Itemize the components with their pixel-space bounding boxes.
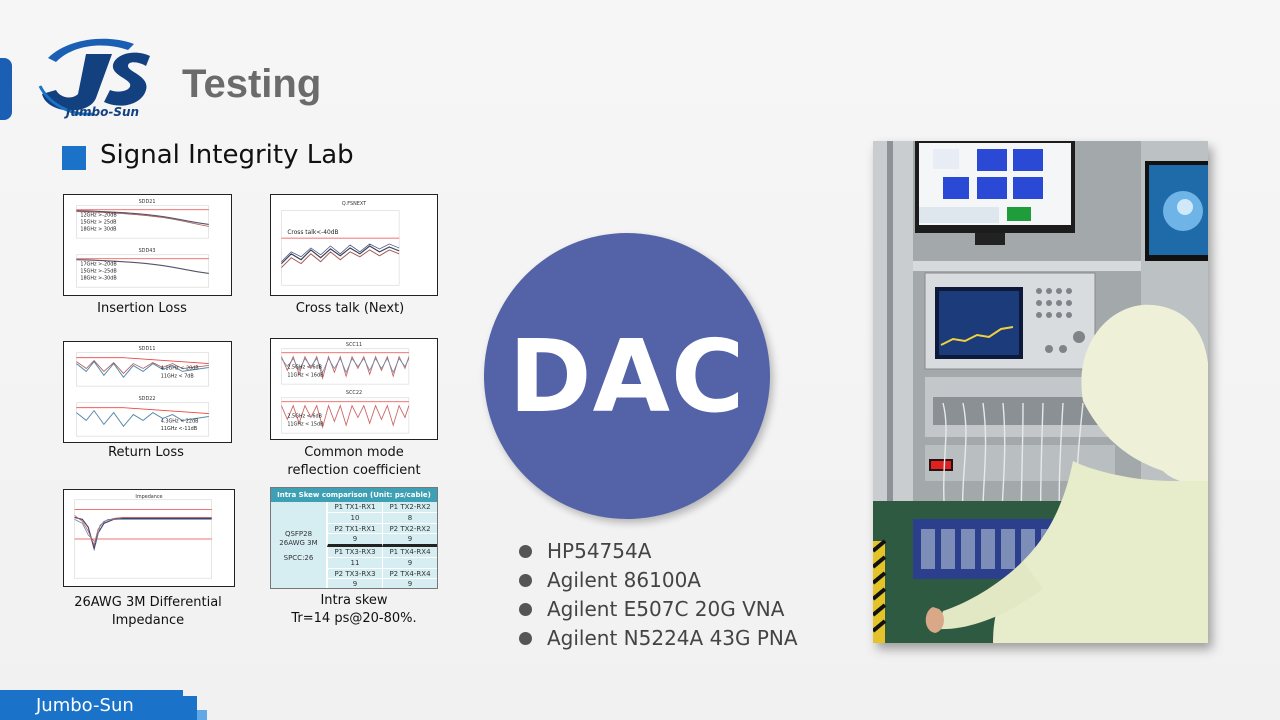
caption-line: Common mode [304,445,404,460]
chart-note: 11GHz < 15dB [287,421,324,427]
chart-note: Cross talk<-40dB [287,230,338,236]
chart-label: SDD22 [139,396,156,402]
caption-line: reflection coefficient [287,463,421,478]
chart-label: Impedance [135,494,162,500]
table-cell: P1 TX4-RX4 [382,547,437,558]
table-cell: P2 TX1-RX1 [327,523,382,535]
chart-note: 12GHz >-20dB [80,213,117,219]
table-cell: P2 TX3-RX3 [327,568,382,580]
footer-accent [183,696,197,720]
chart-label: SCC22 [346,390,362,396]
table-cell: 9 [327,534,382,547]
table-cell: P2 TX2-RX2 [382,523,437,535]
footer-brand-bar: Jumbo-Sun [0,690,183,720]
impedance-chart: Impedance [63,489,235,587]
chart-note: 15GHz >-25dB [80,268,117,274]
impedance-caption: 26AWG 3M Differential Impedance [63,594,233,630]
caption-line: Tr=14 ps@20-80%. [291,611,417,626]
list-item: HP54754A [518,538,798,567]
common-mode-caption: Common mode reflection coefficient [270,444,438,480]
insertion-loss-caption: Insertion Loss [97,301,187,316]
skew-table-side-label: QSFP28 26AWG 3M SPCC:26 [271,502,327,588]
equipment-list: HP54754A Agilent 86100A Agilent E507C 20… [518,538,798,654]
caption-line: Impedance [111,613,185,628]
dac-badge-text: DAC [508,317,746,435]
chart-label: SDD43 [139,248,156,254]
chart-note: 11GHz < 7dB [161,373,195,379]
table-cell: P2 TX4-RX4 [382,568,437,580]
table-cell: 9 [382,534,437,547]
return-loss-chart: SDD11 4.1GHz <-20dB 11GHz < 7dB SDD22 4.… [63,341,232,443]
page-title: Testing [182,62,322,106]
list-item: Agilent N5224A 43G PNA [518,625,798,654]
side-label-line: QSFP28 [284,529,313,538]
chart-note: 4.3GHz < 22dB [161,418,199,424]
intra-skew-table: Intra Skew comparison (Unit: ps/cable) Q… [270,487,438,589]
lab-photo [873,141,1208,643]
table-cell: P1 TX1-RX1 [327,502,382,513]
insertion-loss-chart: SDD21 12GHz >-20dB 15GHz > 25dB 18GHz > … [63,194,232,296]
chart-note: 18GHz > 30dB [80,226,117,232]
chart-note: 18GHz >-30dB [80,275,117,281]
chart-note: 11GHz < 16dB [287,372,324,378]
common-mode-reflection-chart: SCC11 2.5GHz < 6dB 11GHz < 16dB SCC22 2.… [270,338,438,440]
footer-accent [197,710,207,720]
chart-note: 2.5GHz < 6dB [287,413,322,419]
chart-note: 11GHz <-11dB [161,426,198,432]
caption-line: 26AWG 3M Differential [74,595,222,610]
chart-label: Q.FSNEXT [342,201,366,207]
table-cell: 11 [327,557,382,569]
side-label-line: 26AWG 3M [279,538,318,547]
skew-table-header: Intra Skew comparison (Unit: ps/cable) [271,488,437,502]
intra-skew-caption: Intra skew Tr=14 ps@20-80%. [270,592,438,628]
table-cell: 8 [382,512,437,524]
logo-text: Jumbo-Sun [66,105,140,119]
table-cell: 9 [327,579,382,588]
section-title: Signal Integrity Lab [100,140,354,170]
chart-label: SCC11 [346,342,362,348]
skew-table-grid: P1 TX1-RX1 P1 TX2-RX2 10 8 P2 TX1-RX1 P2… [327,502,437,588]
table-cell: 10 [327,512,382,524]
chart-label: SDD11 [139,346,156,352]
left-edge-tab [0,58,12,120]
section-marker-square [62,146,86,170]
chart-note: 17GHz >-20dB [80,262,117,268]
cross-talk-chart: Q.FSNEXT Cross talk<-40dB [270,194,438,296]
dac-badge: DAC [484,233,770,519]
chart-note: 4.1GHz <-20dB [161,365,200,371]
table-cell: P1 TX2-RX2 [382,502,437,513]
table-cell: 9 [382,579,437,588]
chart-note: 2.5GHz < 6dB [287,364,322,370]
side-label-line: SPCC:26 [283,553,314,562]
caption-line: Intra skew [320,593,388,608]
table-cell: P1 TX3-RX3 [327,547,382,558]
cross-talk-caption: Cross talk (Next) [295,301,405,316]
chart-note: 15GHz > 25dB [80,219,117,225]
table-cell: 9 [382,557,437,569]
return-loss-caption: Return Loss [108,445,184,460]
list-item: Agilent E507C 20G VNA [518,596,798,625]
jumbo-sun-logo [38,38,150,116]
chart-label: SDD21 [139,199,156,205]
list-item: Agilent 86100A [518,567,798,596]
